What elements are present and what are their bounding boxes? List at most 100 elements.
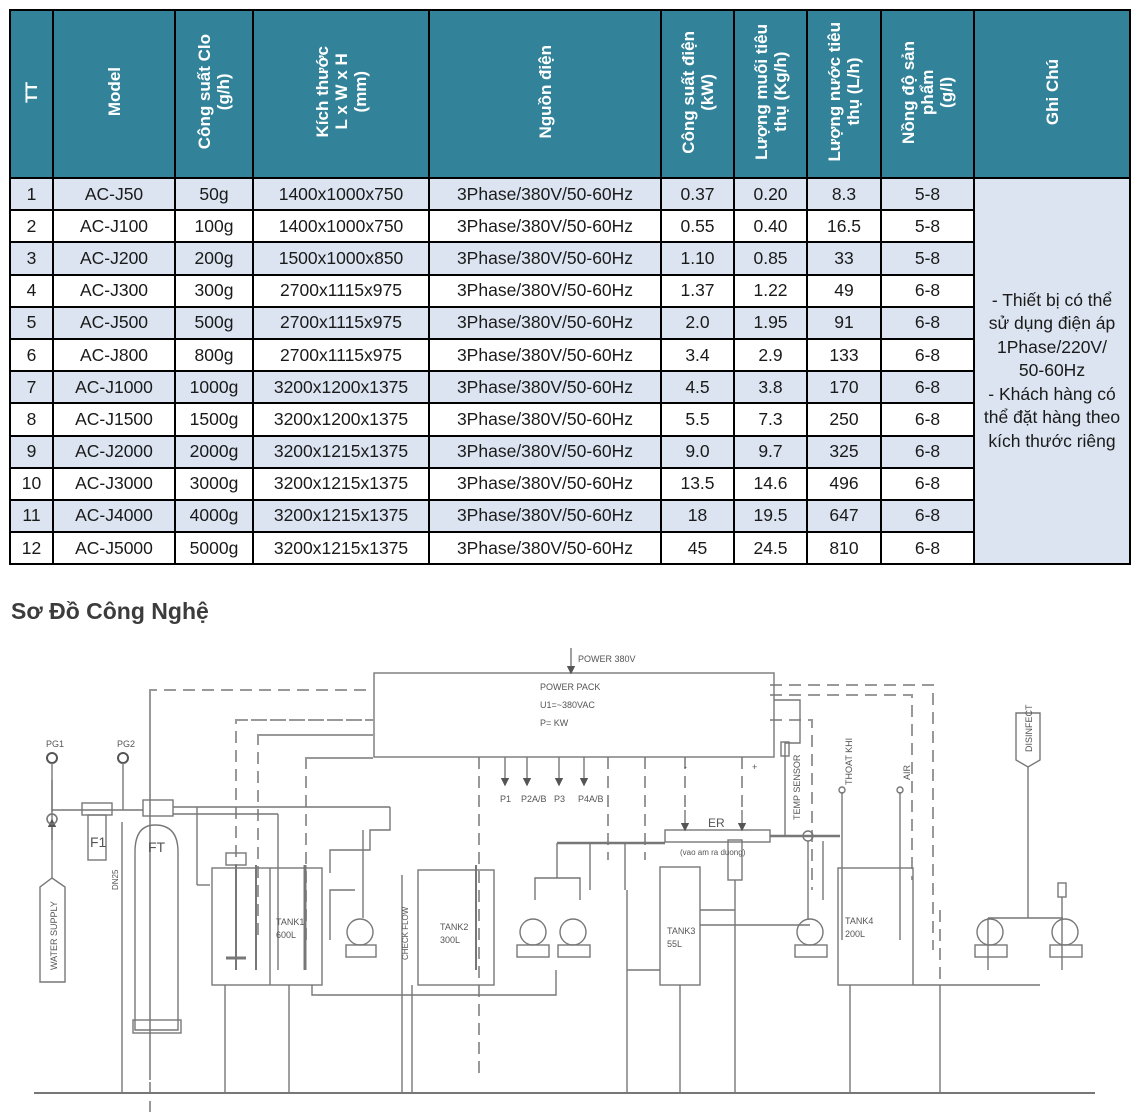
tank2-name: TANK2 bbox=[440, 922, 468, 932]
tank1 bbox=[211, 867, 323, 986]
cell-chlorine-capacity: 100g bbox=[174, 209, 254, 244]
water-supply-label: WATER SUPPLY bbox=[49, 901, 59, 970]
power-pack-voltage: U1=~380VAC bbox=[540, 700, 595, 710]
cell-product-concentration: 5-8 bbox=[880, 176, 975, 212]
cell-tt: 1 bbox=[9, 176, 54, 212]
cell-water-consumption: 325 bbox=[806, 434, 882, 469]
cell-power-source: 3Phase/380V/50-60Hz bbox=[428, 209, 662, 244]
column-header-dimensions: Kích thước L x W x H (mm) bbox=[252, 9, 430, 179]
pg1-label: PG1 bbox=[46, 739, 64, 749]
cell-dimensions: 2700x1115x975 bbox=[252, 305, 430, 340]
air-label: AIR bbox=[902, 764, 912, 780]
softener-tank bbox=[134, 824, 179, 1031]
cell-salt-consumption: 1.22 bbox=[733, 273, 808, 308]
cell-salt-consumption: 0.85 bbox=[733, 241, 808, 276]
column-header-electric-power: Công suất điện (kW) bbox=[660, 9, 735, 179]
cell-chlorine-capacity: 50g bbox=[174, 176, 254, 212]
column-header-label: Model bbox=[104, 67, 124, 117]
cell-chlorine-capacity: 5000g bbox=[174, 531, 254, 566]
cell-chlorine-capacity: 800g bbox=[174, 337, 254, 373]
cell-chlorine-capacity: 200g bbox=[174, 241, 254, 276]
cell-power-source: 3Phase/380V/50-60Hz bbox=[428, 337, 662, 373]
cell-electric-power: 45 bbox=[660, 531, 735, 566]
column-header-model: Model bbox=[52, 9, 176, 179]
column-header-label: Công suất điện (kW) bbox=[678, 30, 717, 154]
cell-tt: 3 bbox=[9, 241, 54, 276]
cell-salt-consumption: 19.5 bbox=[733, 498, 808, 534]
cell-salt-consumption: 7.3 bbox=[733, 402, 808, 437]
cell-product-concentration: 6-8 bbox=[880, 305, 975, 340]
tank4-name: TANK4 bbox=[845, 916, 873, 926]
cell-tt: 4 bbox=[9, 273, 54, 308]
section-title: Sơ Đồ Công Nghệ bbox=[11, 598, 209, 624]
cell-product-concentration: 5-8 bbox=[880, 209, 975, 244]
er-label: ER bbox=[708, 816, 725, 830]
er-sub-label: (vao am ra duong) bbox=[680, 848, 746, 857]
cell-power-source: 3Phase/380V/50-60Hz bbox=[428, 466, 662, 501]
cell-product-concentration: 6-8 bbox=[880, 434, 975, 469]
check-flow-label: CHECK FLOW bbox=[401, 906, 410, 960]
cell-product-concentration: 6-8 bbox=[880, 498, 975, 534]
cell-product-concentration: 6-8 bbox=[880, 531, 975, 566]
pump-output-p4: P4A/B bbox=[578, 794, 604, 804]
cell-model: AC-J2000 bbox=[52, 434, 176, 469]
cell-tt: 6 bbox=[9, 337, 54, 373]
cell-tt: 5 bbox=[9, 305, 54, 340]
cell-tt: 8 bbox=[9, 402, 54, 437]
water-supply-tank bbox=[39, 877, 66, 983]
tank1-name: TANK1 bbox=[276, 917, 304, 927]
cell-product-concentration: 6-8 bbox=[880, 273, 975, 308]
power-pack-title: POWER PACK bbox=[540, 682, 600, 692]
cell-tt: 11 bbox=[9, 498, 54, 534]
cell-water-consumption: 91 bbox=[806, 305, 882, 340]
cell-power-source: 3Phase/380V/50-60Hz bbox=[428, 434, 662, 469]
cell-salt-consumption: 24.5 bbox=[733, 531, 808, 566]
cell-tt: 7 bbox=[9, 370, 54, 405]
cell-water-consumption: 810 bbox=[806, 531, 882, 566]
cell-salt-consumption: 3.8 bbox=[733, 370, 808, 405]
cell-power-source: 3Phase/380V/50-60Hz bbox=[428, 402, 662, 437]
cell-dimensions: 3200x1215x1375 bbox=[252, 531, 430, 566]
tank2 bbox=[417, 869, 495, 986]
cell-dimensions: 2700x1115x975 bbox=[252, 273, 430, 308]
cell-chlorine-capacity: 500g bbox=[174, 305, 254, 340]
cell-product-concentration: 6-8 bbox=[880, 402, 975, 437]
cell-model: AC-J1500 bbox=[52, 402, 176, 437]
cell-product-concentration: 6-8 bbox=[880, 466, 975, 501]
cell-chlorine-capacity: 300g bbox=[174, 273, 254, 308]
tank3-name: TANK3 bbox=[667, 926, 695, 936]
column-header-label: Lượng muối tiêu thụ (Kg/h) bbox=[751, 24, 790, 160]
cell-dimensions: 1400x1000x750 bbox=[252, 176, 430, 212]
column-header-label: Ghi Chú bbox=[1042, 58, 1062, 126]
cell-electric-power: 0.37 bbox=[660, 176, 735, 212]
cell-electric-power: 13.5 bbox=[660, 466, 735, 501]
cell-dimensions: 1400x1000x750 bbox=[252, 209, 430, 244]
cell-salt-consumption: 9.7 bbox=[733, 434, 808, 469]
filter-label: F1 bbox=[90, 834, 107, 850]
cell-water-consumption: 250 bbox=[806, 402, 882, 437]
cell-chlorine-capacity: 2000g bbox=[174, 434, 254, 469]
column-header-label: Lượng nước tiêu thụ (L/h) bbox=[825, 22, 863, 162]
power-pack-power: P= KW bbox=[540, 718, 569, 728]
cell-model: AC-J4000 bbox=[52, 498, 176, 534]
cell-power-source: 3Phase/380V/50-60Hz bbox=[428, 498, 662, 534]
control-signal-lines bbox=[149, 684, 941, 1117]
softener-label: FT bbox=[148, 839, 166, 855]
cell-chlorine-capacity: 3000g bbox=[174, 466, 254, 501]
cell-power-source: 3Phase/380V/50-60Hz bbox=[428, 273, 662, 308]
pump-output-p2: P2A/B bbox=[521, 794, 547, 804]
cell-power-source: 3Phase/380V/50-60Hz bbox=[428, 176, 662, 212]
column-header-chlorine-capacity: Công suất Clo (g/h) bbox=[174, 9, 254, 179]
cell-dimensions: 3200x1215x1375 bbox=[252, 434, 430, 469]
pump-output-p3: P3 bbox=[554, 794, 565, 804]
column-header-product-concentration: Nồng độ sản phẩm (g/l) bbox=[880, 9, 975, 179]
cell-dimensions: 3200x1200x1375 bbox=[252, 402, 430, 437]
